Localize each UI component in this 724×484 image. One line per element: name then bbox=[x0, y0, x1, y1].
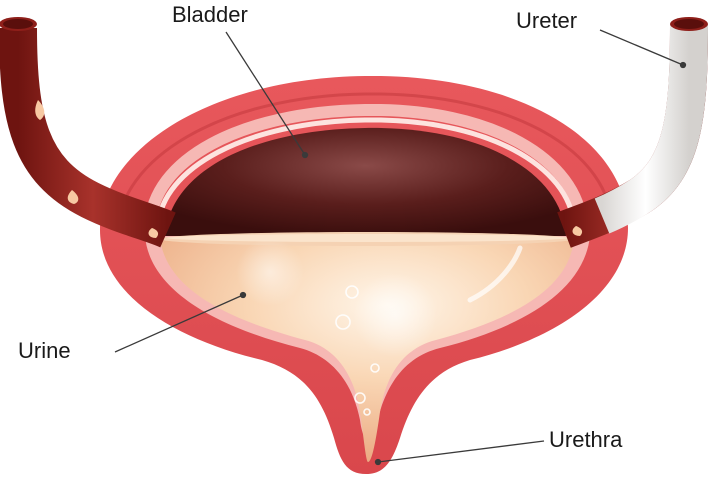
urine-fill bbox=[160, 232, 574, 462]
leader-urine bbox=[114, 294, 244, 353]
urethra-label: Urethra bbox=[549, 427, 623, 452]
ureter-left bbox=[0, 17, 176, 248]
ureter-right bbox=[557, 17, 708, 248]
bladder-label: Bladder bbox=[172, 2, 248, 27]
leader-bladder bbox=[225, 31, 306, 156]
urine-label: Urine bbox=[18, 338, 71, 363]
ureter-label: Ureter bbox=[516, 8, 578, 33]
bladder-cavity bbox=[165, 127, 566, 236]
leader-lines bbox=[114, 29, 687, 466]
leader-ureter bbox=[599, 29, 684, 66]
urine-bubbles bbox=[335, 285, 380, 416]
leader-urethra bbox=[377, 440, 545, 463]
